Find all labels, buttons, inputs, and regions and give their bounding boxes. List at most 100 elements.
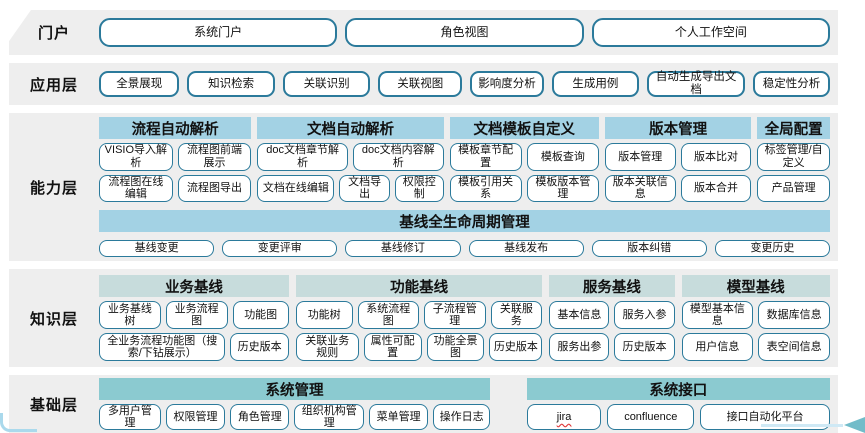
- module-button-jira[interactable]: jira: [526, 404, 602, 430]
- module-button[interactable]: VISIO导入解析: [99, 143, 173, 171]
- module-button[interactable]: 多用户管理: [99, 404, 161, 430]
- module-button[interactable]: 文档在线编辑: [257, 174, 335, 202]
- foundation-group-system-mgmt: 系统管理 多用户管理 权限管理 角色管理 组织机构管理 菜单管理 操作日志: [99, 378, 491, 430]
- module-button[interactable]: 知识检索: [187, 71, 275, 97]
- module-button[interactable]: 生成用例: [551, 71, 640, 97]
- module-button-role-view[interactable]: 角色视图: [345, 18, 584, 47]
- module-button[interactable]: 版本纠错: [591, 240, 707, 257]
- module-button-personal-workspace[interactable]: 个人工作空间: [591, 18, 830, 47]
- module-button[interactable]: 权限管理: [165, 404, 226, 430]
- module-button[interactable]: 标签管理/自定义: [757, 143, 830, 171]
- module-button[interactable]: doc文档内容解析: [352, 143, 444, 171]
- layer-band-knowledge: 知识层 业务基线 业务基线树 业务流程图 功能图 全业务流程功能图（搜索/下钻展…: [9, 269, 838, 367]
- module-button[interactable]: 历史版本: [230, 333, 289, 361]
- module-button[interactable]: 操作日志: [433, 404, 491, 430]
- module-button[interactable]: 模板章节配置: [449, 143, 522, 171]
- module-button[interactable]: 表空间信息: [758, 333, 830, 361]
- module-button[interactable]: 权限控制: [394, 174, 444, 202]
- group-header: 文档自动解析: [257, 117, 444, 139]
- group-header: 流程自动解析: [99, 117, 252, 139]
- module-button[interactable]: 产品管理: [757, 174, 830, 202]
- knowledge-group-function-baseline: 功能基线 功能树 系统流程图 子流程管理 关联服务 关联业务规则 属性可配置 功…: [295, 275, 543, 361]
- module-button[interactable]: 模板引用关系: [449, 174, 522, 202]
- module-button[interactable]: 版本关联信息: [604, 174, 676, 202]
- module-button[interactable]: 功能全景图: [426, 333, 485, 361]
- module-button[interactable]: 服务出参: [549, 333, 610, 361]
- module-button[interactable]: 数据库信息: [758, 301, 830, 329]
- module-button[interactable]: 版本合并: [680, 174, 752, 202]
- module-button[interactable]: 基本信息: [549, 301, 610, 329]
- bottom-right-line-decoration: [761, 424, 843, 427]
- module-button[interactable]: 菜单管理: [369, 404, 429, 430]
- group-header: 系统接口: [526, 378, 830, 400]
- module-button[interactable]: 属性可配置: [363, 333, 422, 361]
- layer-band-foundation: 基础层 系统管理 多用户管理 权限管理 角色管理 组织机构管理 菜单管理 操作日…: [9, 375, 838, 433]
- module-button[interactable]: 功能树: [295, 301, 353, 329]
- module-button[interactable]: 历史版本: [489, 333, 543, 361]
- module-button[interactable]: 流程图前端展示: [177, 143, 252, 171]
- module-button[interactable]: 流程图导出: [177, 174, 252, 202]
- module-button[interactable]: 版本管理: [604, 143, 676, 171]
- group-header: 全局配置: [757, 117, 830, 139]
- module-button[interactable]: 功能图: [232, 301, 289, 329]
- capability-group-version-mgmt: 版本管理 版本管理 版本比对 版本关联信息 版本合并: [604, 117, 752, 202]
- module-button[interactable]: doc文档章节解析: [257, 143, 348, 171]
- group-header: 系统管理: [99, 378, 491, 400]
- module-button[interactable]: 业务基线树: [99, 301, 161, 329]
- module-button[interactable]: 角色管理: [230, 404, 290, 430]
- layer-label-portal: 门户: [37, 25, 70, 42]
- module-button[interactable]: 全景展现: [99, 71, 180, 97]
- module-button[interactable]: 子流程管理: [424, 301, 486, 329]
- capability-group-process-parse: 流程自动解析 VISIO导入解析 流程图前端展示 流程图在线编辑 流程图导出: [99, 117, 252, 202]
- group-header: 文档模板自定义: [449, 117, 599, 139]
- arrow-left-icon: [844, 417, 865, 433]
- group-header: 业务基线: [99, 275, 289, 297]
- group-header: 服务基线: [549, 275, 675, 297]
- module-button[interactable]: 组织机构管理: [294, 404, 365, 430]
- module-button[interactable]: 服务入参: [614, 301, 675, 329]
- module-button[interactable]: 版本比对: [680, 143, 752, 171]
- capability-group-global-config: 全局配置 标签管理/自定义 产品管理: [757, 117, 830, 202]
- module-button[interactable]: 全业务流程功能图（搜索/下钻展示）: [99, 333, 226, 361]
- module-button-system-portal[interactable]: 系统门户: [99, 18, 338, 47]
- module-button[interactable]: 文档导出: [339, 174, 390, 202]
- layer-band-capability: 能力层 流程自动解析 VISIO导入解析 流程图前端展示 流程图在线编辑 流程图…: [9, 113, 838, 261]
- knowledge-group-model-baseline: 模型基线 模型基本信息 数据库信息 用户信息 表空间信息: [681, 275, 830, 361]
- module-button[interactable]: 影响度分析: [470, 71, 544, 97]
- module-button[interactable]: 流程图在线编辑: [99, 174, 173, 202]
- module-button[interactable]: 系统流程图: [357, 301, 420, 329]
- module-button[interactable]: 模型基本信息: [681, 301, 754, 329]
- group-header: 版本管理: [604, 117, 752, 139]
- module-button[interactable]: 基线变更: [99, 240, 215, 257]
- layer-label-capability: 能力层: [29, 179, 78, 197]
- module-button[interactable]: 历史版本: [614, 333, 675, 361]
- module-button[interactable]: 关联服务: [490, 301, 543, 329]
- layer-band-application: 应用层 全景展现 知识检索 关联识别 关联视图 影响度分析 生成用例 自动生成导…: [9, 63, 838, 105]
- group-header: 模型基线: [681, 275, 830, 297]
- module-button[interactable]: 关联识别: [282, 71, 371, 97]
- module-button[interactable]: 用户信息: [681, 333, 754, 361]
- module-button[interactable]: 关联业务规则: [295, 333, 359, 361]
- group-header-baseline-lifecycle: 基线全生命周期管理: [99, 210, 830, 232]
- module-button[interactable]: 关联视图: [378, 71, 463, 97]
- module-button[interactable]: 稳定性分析: [753, 71, 830, 97]
- module-button[interactable]: 模板查询: [526, 143, 599, 171]
- module-button[interactable]: 基线发布: [468, 240, 584, 257]
- capability-group-doc-parse: 文档自动解析 doc文档章节解析 doc文档内容解析 文档在线编辑 文档导出 权…: [257, 117, 444, 202]
- layer-label-knowledge: 知识层: [29, 310, 78, 328]
- module-button[interactable]: 业务流程图: [165, 301, 228, 329]
- module-button[interactable]: 模板版本管理: [526, 174, 599, 202]
- module-button[interactable]: 变更历史: [714, 240, 831, 257]
- foundation-group-system-interface: 系统接口 jira confluence 接口自动化平台: [526, 378, 831, 430]
- knowledge-group-business-baseline: 业务基线 业务基线树 业务流程图 功能图 全业务流程功能图（搜索/下钻展示） 历…: [99, 275, 289, 361]
- group-header: 功能基线: [295, 275, 543, 297]
- bottom-left-border-decoration: [0, 413, 37, 432]
- module-button[interactable]: 基线修订: [345, 240, 461, 257]
- layer-label-application: 应用层: [29, 76, 78, 94]
- module-button[interactable]: 变更评审: [222, 240, 338, 257]
- capability-group-template-custom: 文档模板自定义 模板章节配置 模板查询 模板引用关系 模板版本管理: [449, 117, 599, 202]
- module-button-confluence[interactable]: confluence: [607, 404, 695, 430]
- module-button[interactable]: 自动生成导出文档: [647, 71, 746, 97]
- layer-band-portal: 门户 系统门户 角色视图 个人工作空间: [9, 10, 838, 55]
